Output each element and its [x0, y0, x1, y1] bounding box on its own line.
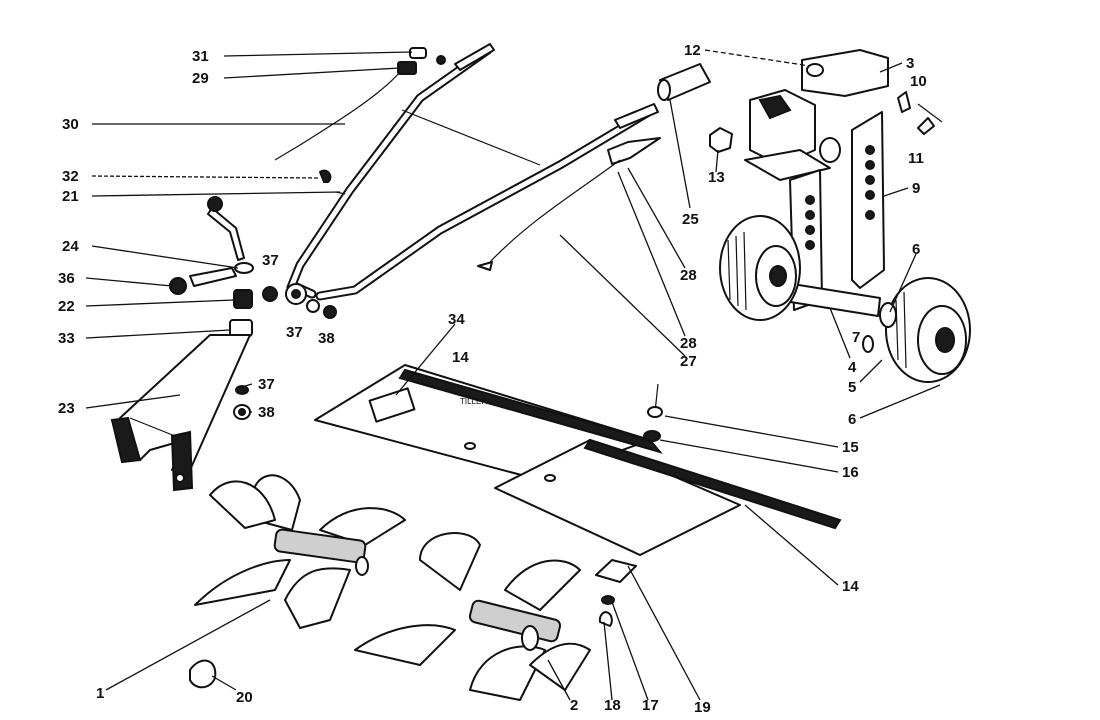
callout-4: 4: [848, 359, 857, 376]
callout-14: 14: [452, 349, 469, 366]
tine-assembly: [189, 474, 591, 701]
callout-11: 11: [908, 150, 924, 167]
callout-34: 34: [448, 311, 465, 328]
depth-bar: [851, 111, 885, 289]
svg-text:TILLER: TILLER: [460, 397, 487, 406]
callout-18: 18: [604, 697, 621, 714]
callout-6: 6: [848, 411, 856, 428]
callout-38: 38: [318, 330, 335, 347]
shield-plate-right: [494, 439, 741, 556]
callouts: 31 29 30 32 21 24 37 36 22 33 37 38 23 3…: [58, 42, 927, 716]
callout-17: 17: [642, 697, 659, 714]
callout-33: 33: [58, 330, 75, 347]
frame-bracket: [110, 334, 251, 492]
callout-10: 10: [910, 73, 927, 90]
callout-37: 37: [286, 324, 303, 341]
callout-27: 27: [680, 353, 697, 370]
callout-28: 28: [680, 335, 697, 352]
callout-24: 24: [62, 238, 79, 255]
clutch-lever: [607, 137, 661, 165]
callout-13: 13: [708, 169, 725, 186]
callout-36: 36: [58, 270, 75, 287]
callout-15: 15: [842, 439, 859, 456]
clutch-cable: [489, 159, 621, 263]
callout-37: 37: [258, 376, 275, 393]
callout-5: 5: [848, 379, 856, 396]
depth-adjust-assembly: [169, 196, 278, 337]
callout-12: 12: [684, 42, 701, 59]
callout-16: 16: [842, 464, 859, 481]
cable-clip: [318, 169, 332, 183]
callout-25: 25: [682, 211, 699, 228]
callout-3: 3: [906, 55, 914, 72]
callout-20: 20: [236, 689, 253, 706]
callout-29: 29: [192, 70, 209, 87]
callout-32: 32: [62, 168, 79, 185]
callout-23: 23: [58, 400, 75, 417]
callout-1: 1: [96, 685, 104, 702]
callout-6: 6: [912, 241, 920, 258]
callout-2: 2: [570, 697, 578, 714]
callout-37: 37: [262, 252, 279, 269]
shield-plates: TILLER: [314, 364, 842, 556]
callout-14: 14: [842, 578, 859, 595]
knob: [169, 277, 187, 295]
handle-assembly: [274, 43, 661, 319]
callout-28: 28: [680, 267, 697, 284]
callout-19: 19: [694, 699, 711, 716]
leader-lines: [85, 49, 941, 701]
callout-7: 7: [852, 329, 860, 346]
wheel-assembly: [657, 49, 971, 383]
callout-31: 31: [192, 48, 209, 65]
callout-38: 38: [258, 404, 275, 421]
callout-22: 22: [58, 298, 75, 315]
nut: [323, 305, 337, 319]
throttle-lever: [409, 47, 427, 59]
callout-21: 21: [62, 188, 79, 205]
throttle-cable: [274, 71, 401, 161]
nut: [709, 127, 733, 153]
callout-9: 9: [912, 180, 920, 197]
callout-30: 30: [62, 116, 79, 133]
decal: [368, 387, 416, 423]
retaining-pin: [189, 659, 217, 689]
hardware-bottom: [595, 383, 663, 627]
throttle-control: [397, 61, 417, 75]
